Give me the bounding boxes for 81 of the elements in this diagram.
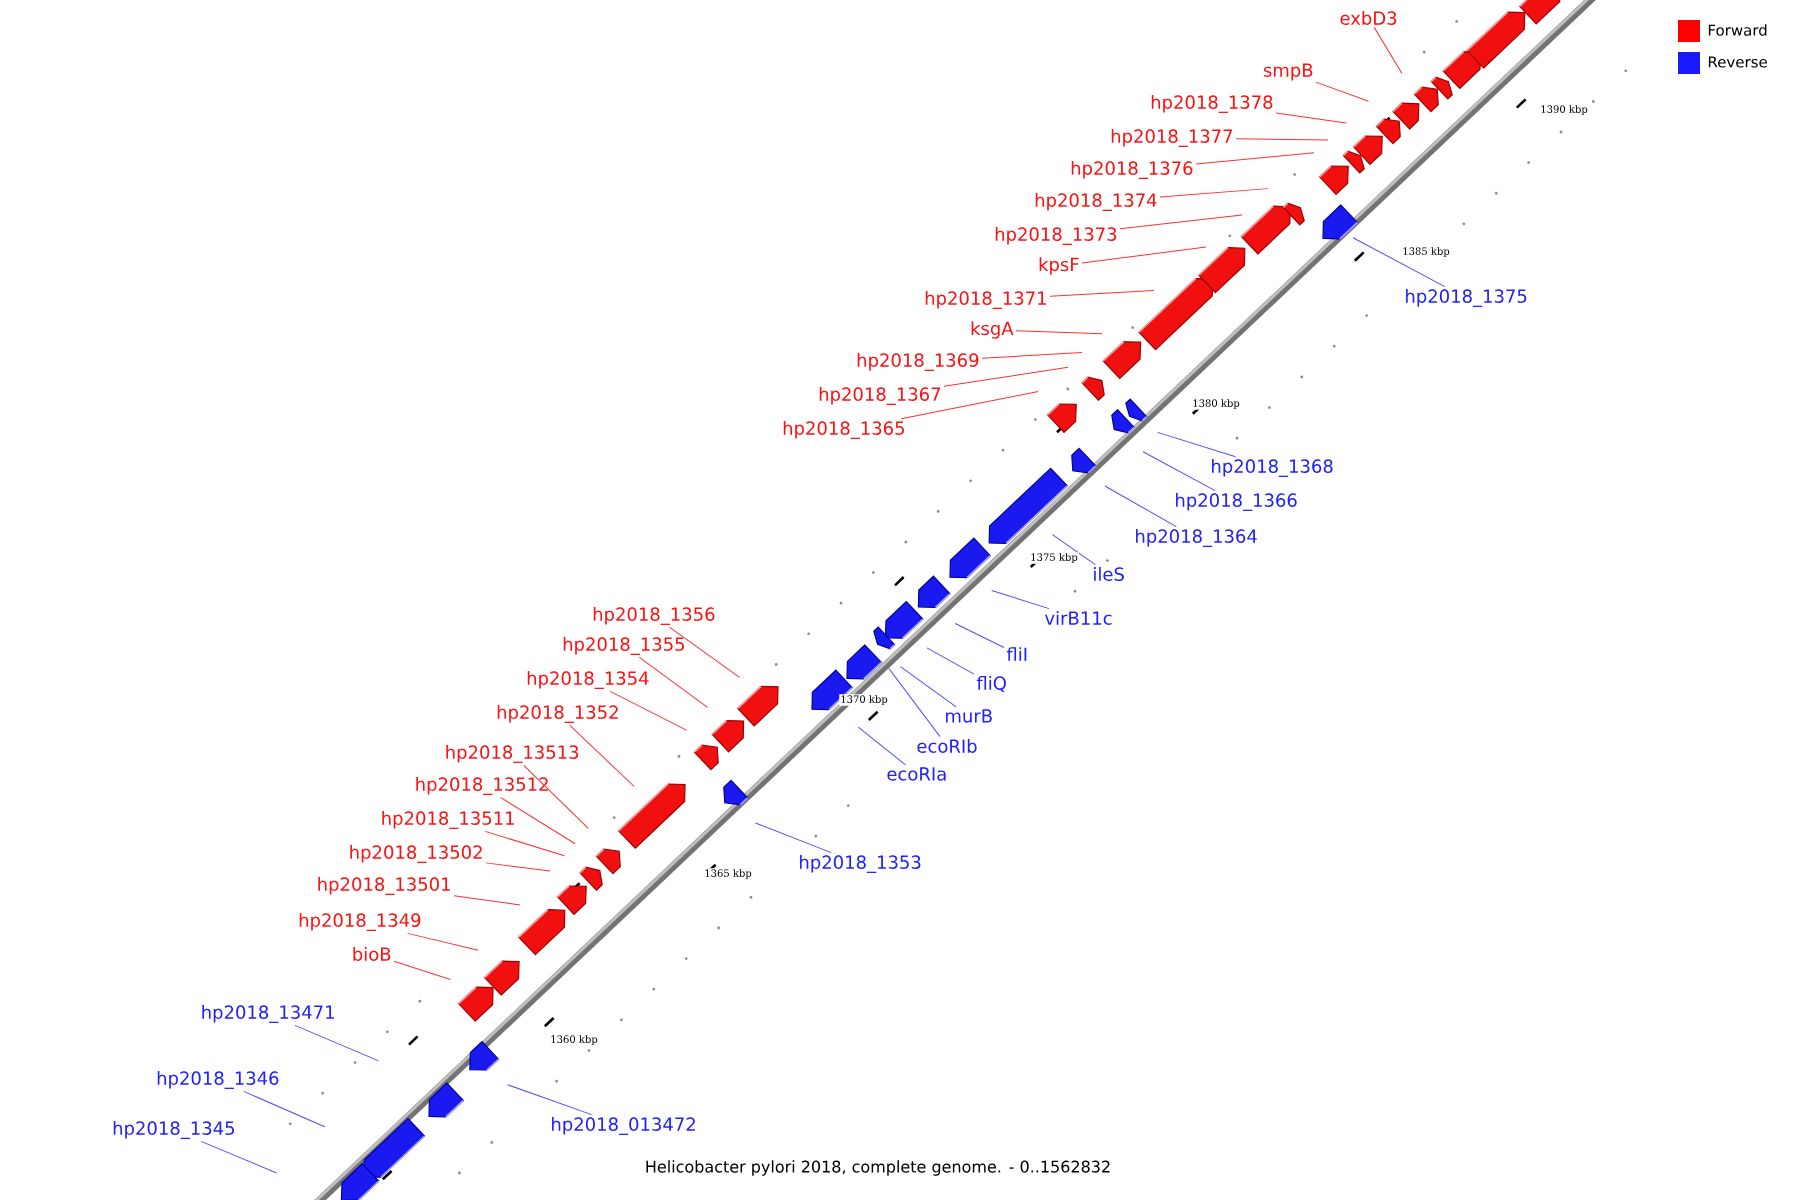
gene-label: hp2018_1346 (157, 1071, 279, 1089)
gene-label: hp2018_1376 (1071, 161, 1193, 179)
leader-line (900, 391, 1039, 420)
leader-line (1157, 431, 1237, 458)
leader-line (954, 623, 1005, 648)
leader-line (485, 862, 551, 872)
leader-line (1235, 138, 1329, 141)
gene-label: hp2018_1377 (1111, 129, 1233, 147)
gene-label: fliQ (976, 676, 1006, 692)
leader-line (754, 822, 832, 854)
leader-line (1195, 152, 1315, 165)
leader-line (1081, 246, 1207, 264)
gene-label: hp2018_1369 (857, 353, 979, 371)
leader-line (1052, 534, 1096, 566)
gene-label: hp2018_1345 (113, 1121, 234, 1139)
gene-label: hp2018_1373 (995, 227, 1117, 245)
leader-line (638, 656, 709, 708)
gene-label: virB11c (1044, 611, 1112, 625)
leader-line (499, 796, 576, 845)
leader-line (888, 667, 941, 738)
gene-label: hp2018_13513 (446, 745, 579, 763)
leader-line (1315, 81, 1369, 102)
leader-line (1159, 188, 1269, 198)
leader-line (669, 626, 740, 678)
gene-label: hp2018_1356 (593, 607, 715, 625)
gene-label: hp2018_13512 (416, 777, 548, 795)
leader-line (943, 366, 1069, 387)
gene-label: bioB (353, 947, 391, 961)
leader-line (857, 726, 906, 766)
gene-label: hp2018_1364 (1136, 529, 1257, 547)
gene-label: fliI (1006, 647, 1027, 661)
gene-label: hp2018_13501 (318, 877, 450, 895)
gene-label: hp2018_1374 (1035, 193, 1157, 211)
gene-label: hp2018_1375 (1406, 289, 1527, 307)
gene-label: hp2018_13471 (202, 1005, 334, 1023)
gene-label: ecoRIa (887, 767, 946, 781)
leader-line (243, 1090, 326, 1128)
leader-line (393, 960, 451, 981)
leader-line (1275, 112, 1347, 124)
leader-line (1015, 330, 1103, 335)
gene-label: ecoRIb (917, 739, 977, 753)
gene-label: hp2018_1366 (1176, 493, 1297, 511)
leader-line (1049, 289, 1155, 297)
leader-line (1352, 237, 1446, 288)
leader-line (407, 932, 479, 951)
leader-line (484, 830, 565, 857)
gene-label: hp2018_1353 (800, 855, 921, 873)
leader-line (523, 764, 589, 829)
gene-label: hp2018_1371 (925, 291, 1046, 309)
gene-label: hp2018_13511 (382, 811, 514, 829)
leader-line (1142, 451, 1216, 492)
leader-line (609, 690, 688, 731)
gene-label: hp2018_1367 (819, 387, 941, 405)
gene-label: murB (946, 709, 992, 723)
leader-line (1373, 26, 1403, 74)
gene-label: hp2018_1355 (563, 637, 684, 655)
leader-line (981, 351, 1083, 359)
gene-label: hp2018_1365 (783, 421, 904, 439)
gene-label: hp2018_1349 (299, 913, 421, 931)
gene-label: hp2018_1354 (527, 671, 649, 689)
gene-label: kpsF (1039, 257, 1079, 275)
gene-label: hp2018_13502 (350, 845, 482, 863)
gene-label: hp2018_013472 (552, 1117, 695, 1135)
leader-line (926, 647, 975, 675)
leader-line (1119, 214, 1243, 230)
leader-line (569, 724, 635, 787)
leader-line (294, 1024, 380, 1062)
leader-line (453, 895, 521, 906)
leader-line (900, 666, 957, 708)
leader-line (1104, 485, 1177, 528)
gene-label: hp2018_1378 (1151, 95, 1273, 113)
gene-label: exbD3 (1340, 11, 1397, 25)
leader-line (991, 589, 1050, 610)
gene-label: ksgA (971, 321, 1014, 339)
gene-label: hp2018_1368 (1212, 459, 1333, 477)
gene-label: ileS (1094, 567, 1124, 581)
leader-line (507, 1084, 593, 1116)
gene-label: hp2018_1352 (497, 705, 618, 723)
gene-label: smpB (1263, 63, 1313, 81)
leader-line (200, 1140, 278, 1174)
caption: Helicobacter pylori 2018, complete genome. - 0..1562832 (646, 1160, 1110, 1176)
